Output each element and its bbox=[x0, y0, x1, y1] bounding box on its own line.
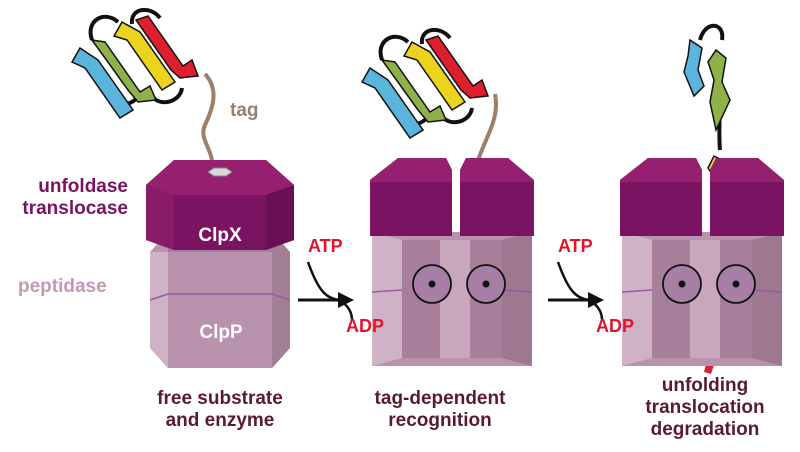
reaction-arrow-1 bbox=[298, 261, 354, 321]
atp-label-2: ATP bbox=[558, 236, 593, 256]
clpxp-enzyme-free bbox=[146, 160, 294, 368]
substrate-free bbox=[70, 7, 216, 171]
caption-line: recognition bbox=[388, 410, 492, 431]
active-site-left bbox=[412, 264, 452, 304]
clpxp-enzyme-cutaway bbox=[370, 158, 534, 366]
substrate-bound bbox=[360, 27, 498, 201]
strand-green bbox=[90, 38, 158, 103]
active-site-left bbox=[662, 264, 702, 304]
unfoldase-translocase-label: unfoldase translocase bbox=[16, 176, 128, 220]
strand-red bbox=[134, 15, 200, 79]
clpxp-enzyme-degrading bbox=[620, 158, 784, 366]
reaction-arrow-2 bbox=[548, 261, 604, 321]
caption-free-substrate: free substrate and enzyme bbox=[120, 388, 320, 432]
unfoldase-label: unfoldase bbox=[38, 176, 128, 197]
adp-label-2: ADP bbox=[596, 316, 635, 336]
active-site-right bbox=[716, 264, 756, 304]
caption-line: translocation bbox=[645, 397, 765, 418]
caption-line: degradation bbox=[650, 419, 760, 440]
strand-blue bbox=[70, 46, 135, 120]
atp-label-1: ATP bbox=[308, 236, 343, 256]
adp-label-1: ADP bbox=[346, 316, 385, 336]
caption-degradation: unfolding translocation degradation bbox=[610, 375, 800, 441]
clpx-label: ClpX bbox=[198, 225, 242, 246]
translocase-label: translocase bbox=[22, 198, 128, 219]
active-site-right bbox=[466, 264, 506, 304]
peptidase-label: peptidase bbox=[18, 276, 107, 297]
caption-line: unfolding bbox=[661, 375, 749, 396]
clpp-label: ClpP bbox=[199, 322, 243, 343]
caption-recognition: tag-dependent recognition bbox=[340, 388, 540, 432]
caption-line: tag-dependent bbox=[374, 388, 506, 409]
strand-yellow bbox=[112, 20, 177, 92]
tag-label: tag bbox=[230, 100, 259, 121]
caption-line: free substrate bbox=[157, 388, 283, 409]
caption-line: and enzyme bbox=[165, 410, 275, 431]
